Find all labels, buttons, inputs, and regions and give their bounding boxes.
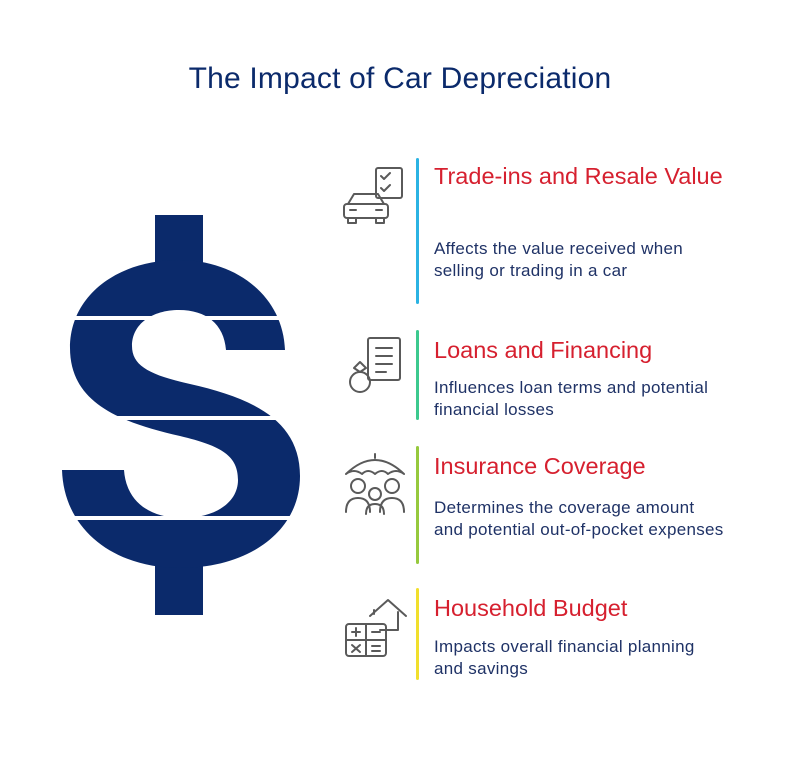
list-item-insurance: Insurance Coverage Determines the covera… [330, 446, 770, 564]
list-item-resale: Trade-ins and Resale Value Affects the v… [330, 158, 770, 308]
item-description: Affects the value received when selling … [434, 239, 684, 280]
accent-bar [416, 330, 419, 420]
car-checklist-icon [340, 164, 410, 234]
calculator-house-icon [340, 594, 410, 664]
ring-document-icon [340, 332, 410, 402]
item-description: Determines the coverage amount and poten… [434, 498, 724, 539]
item-heading: Trade-ins and Resale Value [434, 163, 723, 189]
list-item-budget: Household Budget Impacts overall financi… [330, 588, 770, 680]
item-description: Impacts overall financial planning and s… [434, 637, 695, 678]
item-heading: Insurance Coverage [434, 453, 646, 479]
accent-bar [416, 588, 419, 680]
item-heading: Household Budget [434, 595, 628, 621]
item-description: Influences loan terms and potential fina… [434, 378, 709, 419]
dollar-sign-icon [40, 200, 340, 630]
accent-bar [416, 158, 419, 304]
family-umbrella-icon [340, 450, 410, 520]
page-title: The Impact of Car Depreciation [188, 62, 612, 95]
list-item-loans: Loans and Financing Influences loan term… [330, 330, 770, 420]
item-heading: Loans and Financing [434, 337, 653, 363]
accent-bar [416, 446, 419, 564]
